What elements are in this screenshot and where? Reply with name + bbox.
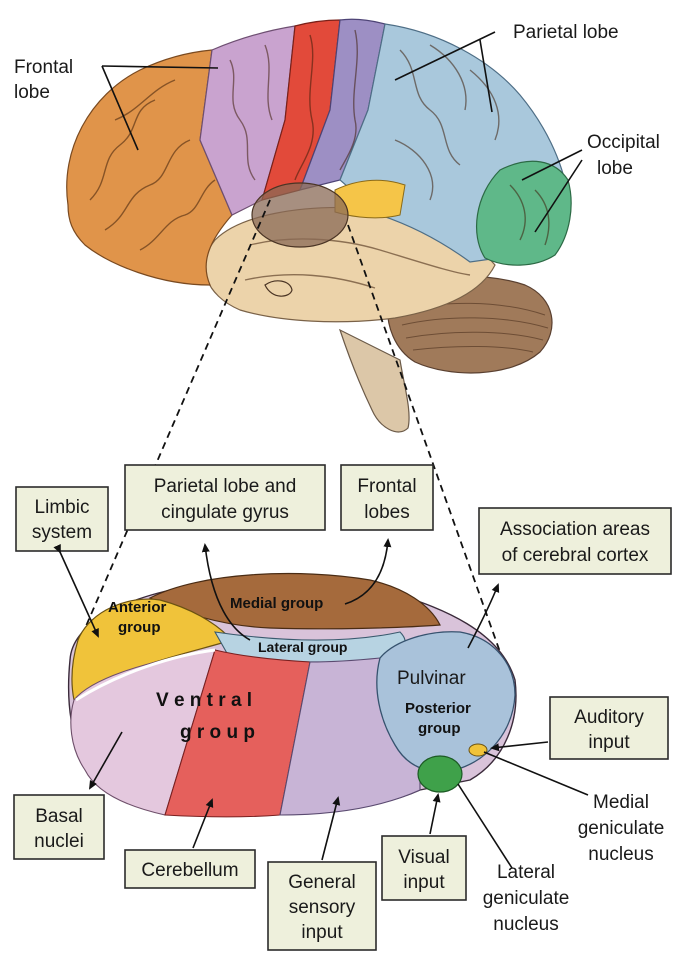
general-sensory-line2: sensory (289, 897, 356, 918)
limbic-system-box: Limbic system (16, 487, 108, 551)
auditory-input-box: Auditory input (550, 697, 668, 759)
basal-nuclei-box: Basal nuclei (14, 795, 104, 859)
frontal-lobe-label-line1: Frontal (14, 57, 73, 78)
general-sensory-line1: General (288, 872, 356, 893)
occipital-lobe-label: Occipital lobe (587, 132, 660, 179)
pulvinar-label: Pulvinar (397, 668, 466, 689)
medial-geniculate-line3: nucleus (588, 844, 654, 865)
basal-nuclei-line2: nuclei (34, 831, 84, 852)
cerebellum-line1: Cerebellum (141, 860, 238, 881)
auditory-input-line1: Auditory (574, 707, 644, 728)
lateral-geniculate-body (418, 756, 462, 792)
association-areas-box: Association areas of cerebral cortex (479, 508, 671, 574)
ventral-group-label-1: V e n t r a l (156, 690, 252, 711)
limbic-system-line2: system (32, 522, 92, 543)
anterior-group-label-1: Anterior (108, 599, 167, 616)
association-areas-line2: of cerebral cortex (502, 545, 649, 566)
arrow-visual-input (430, 795, 438, 834)
parietal-cingulate-line1: Parietal lobe and (154, 476, 297, 497)
posterior-group-label-2: group (418, 720, 461, 737)
general-sensory-box: General sensory input (268, 862, 376, 950)
lateral-geniculate-line3: nucleus (493, 914, 559, 935)
auditory-input-line2: input (588, 732, 630, 753)
medial-geniculate-body (469, 744, 487, 756)
general-sensory-line3: input (301, 922, 343, 943)
medial-geniculate-line2: geniculate (578, 818, 665, 839)
parietal-lobe-label: Parietal lobe (513, 22, 619, 43)
anterior-group-label-2: group (118, 619, 161, 636)
frontal-lobes-line2: lobes (364, 502, 409, 523)
cerebellum-box: Cerebellum (125, 850, 255, 888)
lateral-geniculate-line1: Lateral (497, 862, 555, 883)
association-areas-line1: Association areas (500, 519, 650, 540)
visual-input-box: Visual input (382, 836, 466, 900)
medial-group-label: Medial group (230, 595, 323, 612)
occipital-lobe-label-line2: lobe (597, 158, 633, 179)
frontal-lobe-label: Frontal lobe (14, 57, 73, 103)
visual-input-line1: Visual (398, 847, 449, 868)
parietal-cingulate-box: Parietal lobe and cingulate gyrus (125, 465, 325, 530)
lateral-group-label: Lateral group (258, 639, 347, 655)
limbic-system-line1: Limbic (35, 497, 90, 518)
medial-geniculate-line1: Medial (593, 792, 649, 813)
frontal-lobes-line1: Frontal (357, 476, 416, 497)
lateral-geniculate-line2: geniculate (483, 888, 570, 909)
lateral-geniculate-label: Lateral geniculate nucleus (483, 862, 570, 935)
basal-nuclei-line1: Basal (35, 806, 83, 827)
visual-input-line2: input (403, 872, 445, 893)
frontal-lobes-box: Frontal lobes (341, 465, 433, 530)
brain-illustration (67, 19, 571, 432)
occipital-lobe-label-line1: Occipital (587, 132, 660, 153)
frontal-lobe-label-line2: lobe (14, 82, 50, 103)
posterior-group-label-1: Posterior (405, 700, 471, 717)
parietal-cingulate-line2: cingulate gyrus (161, 502, 289, 523)
thalamus-projection (252, 183, 348, 247)
ventral-group-label-2: g r o u p (180, 722, 255, 743)
medial-geniculate-label: Medial geniculate nucleus (578, 792, 665, 865)
arrow-limbic-anterior (60, 552, 98, 636)
